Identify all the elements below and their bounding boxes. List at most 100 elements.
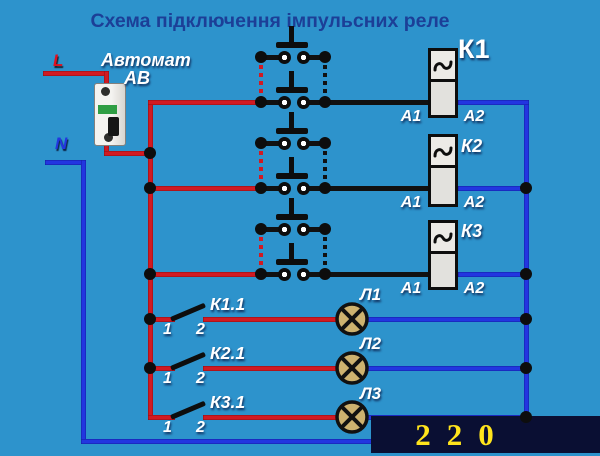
push-button-icon — [289, 112, 294, 128]
dashed-link-red-1 — [259, 65, 263, 94]
wire-breaker-out — [104, 141, 109, 155]
lamp-icon-l3 — [333, 398, 371, 436]
junction-dot — [319, 223, 331, 235]
junction-dot — [319, 137, 331, 149]
button-contact-dot — [278, 182, 291, 195]
contact-label-k31: К3.1 — [210, 392, 246, 412]
push-button-icon — [289, 157, 294, 173]
dashed-link-red-3 — [259, 237, 263, 266]
wire-sw2-stub — [148, 366, 175, 371]
push-button-icon — [289, 198, 294, 214]
push-button-icon — [276, 173, 308, 179]
push-button-icon — [276, 128, 308, 134]
circuit-breaker — [94, 83, 126, 146]
wire-btn3-to-k3 — [300, 272, 429, 277]
lamp-label-l1: Л1 — [360, 285, 382, 304]
button-contact-dot — [278, 223, 291, 236]
contact-terminal-2: 2 — [196, 370, 205, 387]
wire-feed-k2 — [148, 186, 264, 191]
wire-sw2-lamp2 — [203, 366, 339, 371]
relay-name-k2: К2 — [461, 136, 483, 156]
dashed-link-red-2 — [259, 151, 263, 180]
wire-lamp1-return — [366, 317, 529, 322]
junction-dot — [255, 137, 267, 149]
wire-lamp2-return — [366, 366, 529, 371]
dashed-link-black-1 — [323, 65, 327, 94]
impulse-relay-symbol — [431, 51, 455, 82]
wire-btn3s-left — [258, 227, 287, 232]
junction-dot — [319, 268, 331, 280]
breaker-label-line1: Автомат — [101, 50, 191, 70]
wire-btn1s-right — [300, 55, 328, 60]
wire-breaker-feed — [104, 151, 153, 156]
wire-btn3-left — [258, 272, 287, 277]
wire-phase-bus — [148, 100, 153, 420]
wire-feed-k3 — [148, 272, 264, 277]
terminal-a2-k1: А2 — [463, 108, 485, 125]
wire-btn1-to-k1 — [300, 100, 429, 105]
wire-btn2-left — [258, 186, 287, 191]
junction-dot — [144, 362, 156, 374]
push-button-icon — [276, 42, 308, 48]
wire-btn2s-left — [258, 141, 287, 146]
contact-terminal-1: 1 — [163, 370, 172, 387]
relay-name-k1: К1 — [458, 34, 490, 64]
breaker-label-stripe — [98, 105, 117, 114]
breaker-lever — [108, 117, 119, 136]
button-contact-dot — [297, 96, 310, 109]
junction-dot — [520, 182, 532, 194]
wire-sw3-stub — [148, 415, 175, 420]
lamp-icon-l1 — [333, 300, 371, 338]
contact-terminal-2: 2 — [196, 321, 205, 338]
wire-phase-to-breaker — [104, 71, 109, 86]
neutral-label: N — [55, 134, 68, 153]
terminal-a1-k3: А1 — [400, 280, 422, 297]
wire-neutral-bottom — [81, 439, 529, 444]
junction-dot — [255, 223, 267, 235]
button-contact-dot — [297, 137, 310, 150]
relay-k1 — [428, 48, 458, 118]
contact-label-k21: К2.1 — [210, 343, 246, 363]
wire-phase-in — [43, 71, 109, 76]
junction-dot — [144, 147, 156, 159]
relay-k3 — [428, 220, 458, 290]
push-button-icon — [276, 214, 308, 220]
wire-k3-a2 — [458, 272, 529, 277]
contact-label-k11: К1.1 — [210, 294, 246, 314]
junction-dot — [255, 51, 267, 63]
contact-switch-blade-k21 — [170, 351, 207, 371]
junction-dot — [319, 51, 331, 63]
wire-k2-a2 — [458, 186, 529, 191]
junction-dot — [255, 268, 267, 280]
phase-label: L — [53, 51, 64, 70]
dashed-link-black-2 — [323, 151, 327, 180]
junction-dot — [144, 182, 156, 194]
contact-switch-blade-k31 — [170, 400, 207, 420]
breaker-screw-icon — [101, 87, 110, 96]
terminal-a2-k2: А2 — [463, 194, 485, 211]
junction-dot — [255, 96, 267, 108]
breaker-label-line2: АВ — [124, 68, 150, 88]
contact-terminal-1: 1 — [163, 419, 172, 436]
lamp-label-l2: Л2 — [360, 334, 382, 353]
push-button-icon — [289, 26, 294, 42]
button-contact-dot — [297, 51, 310, 64]
relay-name-k3: К3 — [461, 221, 483, 241]
wire-sw1-lamp1 — [203, 317, 339, 322]
button-contact-dot — [278, 268, 291, 281]
wire-feed-k1 — [148, 100, 264, 105]
junction-dot — [520, 268, 532, 280]
wire-k1-a2 — [458, 100, 529, 105]
breaker-screw-icon — [104, 133, 113, 142]
wire-btn3s-right — [300, 227, 328, 232]
junction-dot — [144, 313, 156, 325]
junction-dot — [520, 411, 532, 423]
terminal-a1-k1: А1 — [400, 108, 422, 125]
terminal-a2-k3: А2 — [463, 280, 485, 297]
push-button-icon — [289, 243, 294, 259]
wire-sw3-lamp3 — [203, 415, 339, 420]
push-button-icon — [276, 259, 308, 265]
contact-switch-blade-k11 — [170, 302, 207, 322]
button-contact-dot — [278, 137, 291, 150]
